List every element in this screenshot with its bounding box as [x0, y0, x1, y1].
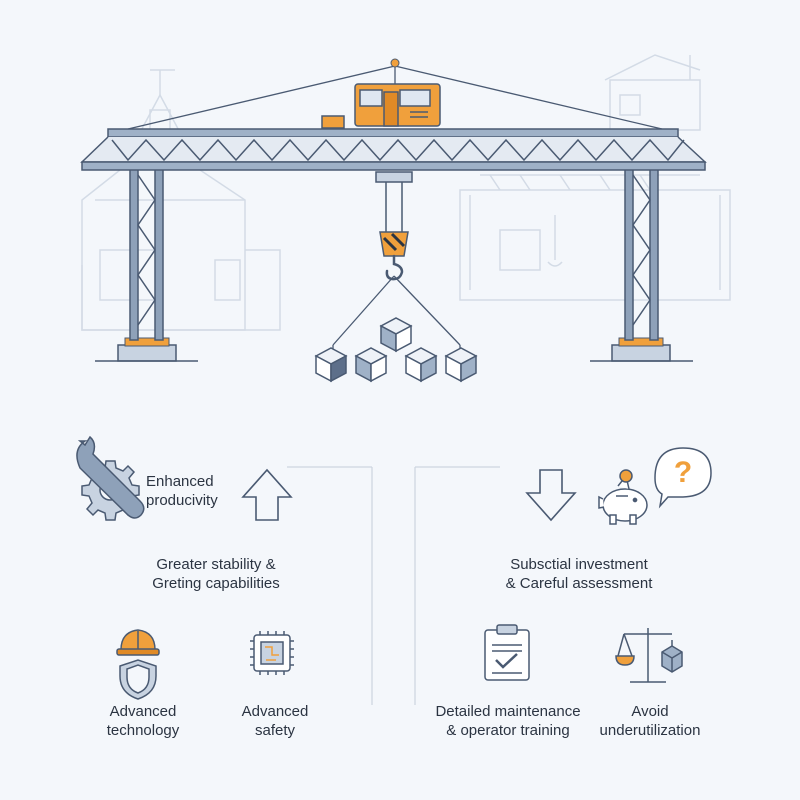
cube-3 [404, 347, 438, 383]
greater-stability-label: Greater stability & Greting capabilities [152, 556, 280, 592]
microchip-icon [250, 631, 294, 675]
piggy-bank-question-icon: ? [598, 447, 712, 525]
hoist-block [375, 171, 413, 257]
arrow-down-icon [525, 469, 577, 522]
panel-dividers [287, 466, 500, 705]
crane-hook [385, 254, 404, 281]
suspension-cables [127, 65, 663, 130]
clipboard-check-icon [484, 624, 530, 681]
top-pulley [390, 58, 400, 68]
cube-1 [314, 347, 348, 383]
svg-text:?: ? [674, 456, 692, 489]
balance-scale-icon [615, 628, 683, 683]
substantial-investment-label: Subsctial investment & Careful assessmen… [505, 556, 653, 592]
left-leg-base [95, 337, 198, 362]
avoid-underutilization-label: Avoid underutilization [599, 703, 701, 739]
hard-hat-shield-icon [116, 629, 160, 700]
arrow-up-icon [241, 468, 293, 521]
advanced-technology-label: Advanced technology [106, 703, 180, 739]
cube-top [379, 317, 413, 353]
cube-2 [354, 347, 388, 383]
right-leg-base [590, 337, 693, 362]
detailed-maintenance-label: Detailed maintenance & operator training [435, 703, 581, 739]
cube-4 [444, 347, 478, 383]
wrench-gear-icon [76, 435, 145, 521]
main-girder [80, 128, 707, 171]
enhanced-productivity-label: Enhanced producivity [146, 473, 218, 509]
background-buildings [81, 54, 731, 331]
advanced-safety-label: Advanced safety [241, 703, 309, 739]
trolley-cabin [321, 83, 441, 129]
